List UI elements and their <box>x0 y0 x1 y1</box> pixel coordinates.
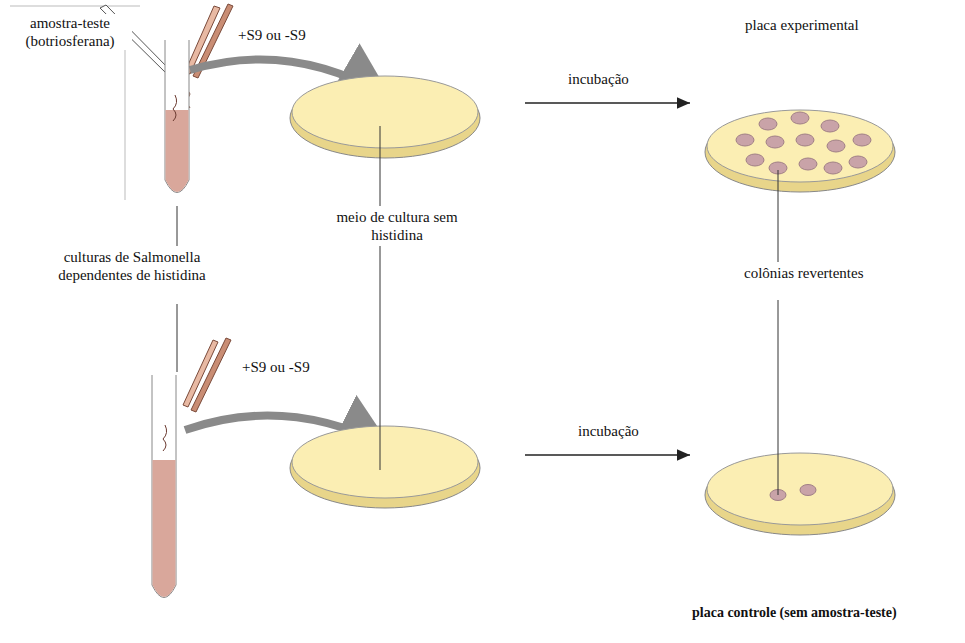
condition-label: +S9 ou -S9 <box>236 26 308 44</box>
step-label: incubação <box>576 422 641 440</box>
step-label: incubação <box>566 70 631 88</box>
plate-label: placa controle (sem amostra-teste) <box>690 604 899 622</box>
sample-label: amostra-teste (botriosferana) <box>8 14 132 50</box>
medium-label: meio de cultura sem histidina <box>330 208 464 244</box>
colony-label: colônias revertentes <box>742 264 866 282</box>
plate-label: placa experimental <box>743 16 861 34</box>
condition-label: +S9 ou -S9 <box>240 358 312 376</box>
culture-label: culturas de Salmonella dependentes de hi… <box>30 248 234 284</box>
